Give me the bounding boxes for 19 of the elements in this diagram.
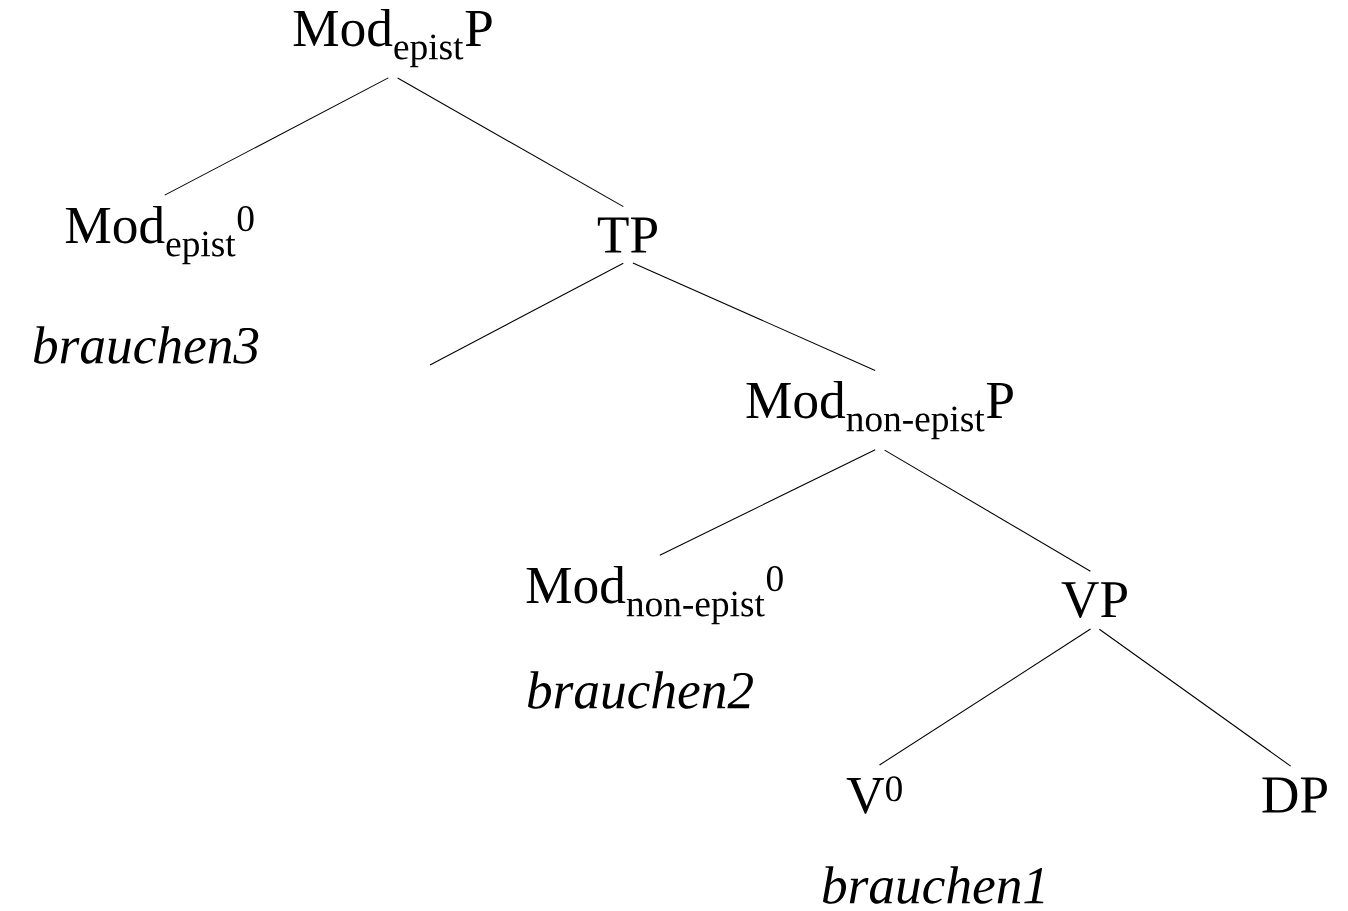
tree-branch (659, 449, 876, 556)
category-label: DP (1262, 777, 1327, 813)
word-label: brauchen3 (33, 326, 259, 364)
tree-branch (878, 628, 1092, 766)
tree-branch (397, 77, 624, 208)
category-label: Mod$_{epist}$P (293, 8, 492, 68)
category-label: Mod$_{epist}$0 (65, 205, 254, 265)
tree-branch (164, 77, 389, 196)
category-label: V$^{0}$ (846, 776, 902, 814)
category-label: Mod$_{non-epist}$P (746, 380, 1013, 440)
tree-branch (632, 262, 876, 371)
category-label: VP (1061, 582, 1127, 618)
tree-branch (1098, 628, 1292, 767)
category-label: Mod$_{non-epist}$0 (526, 565, 783, 625)
word-label: brauchen2 (527, 671, 753, 709)
tree-branch (884, 449, 1091, 572)
category-label: TP (597, 217, 657, 253)
tree-branch (429, 262, 624, 366)
word-label: brauchen1 (822, 866, 1044, 904)
